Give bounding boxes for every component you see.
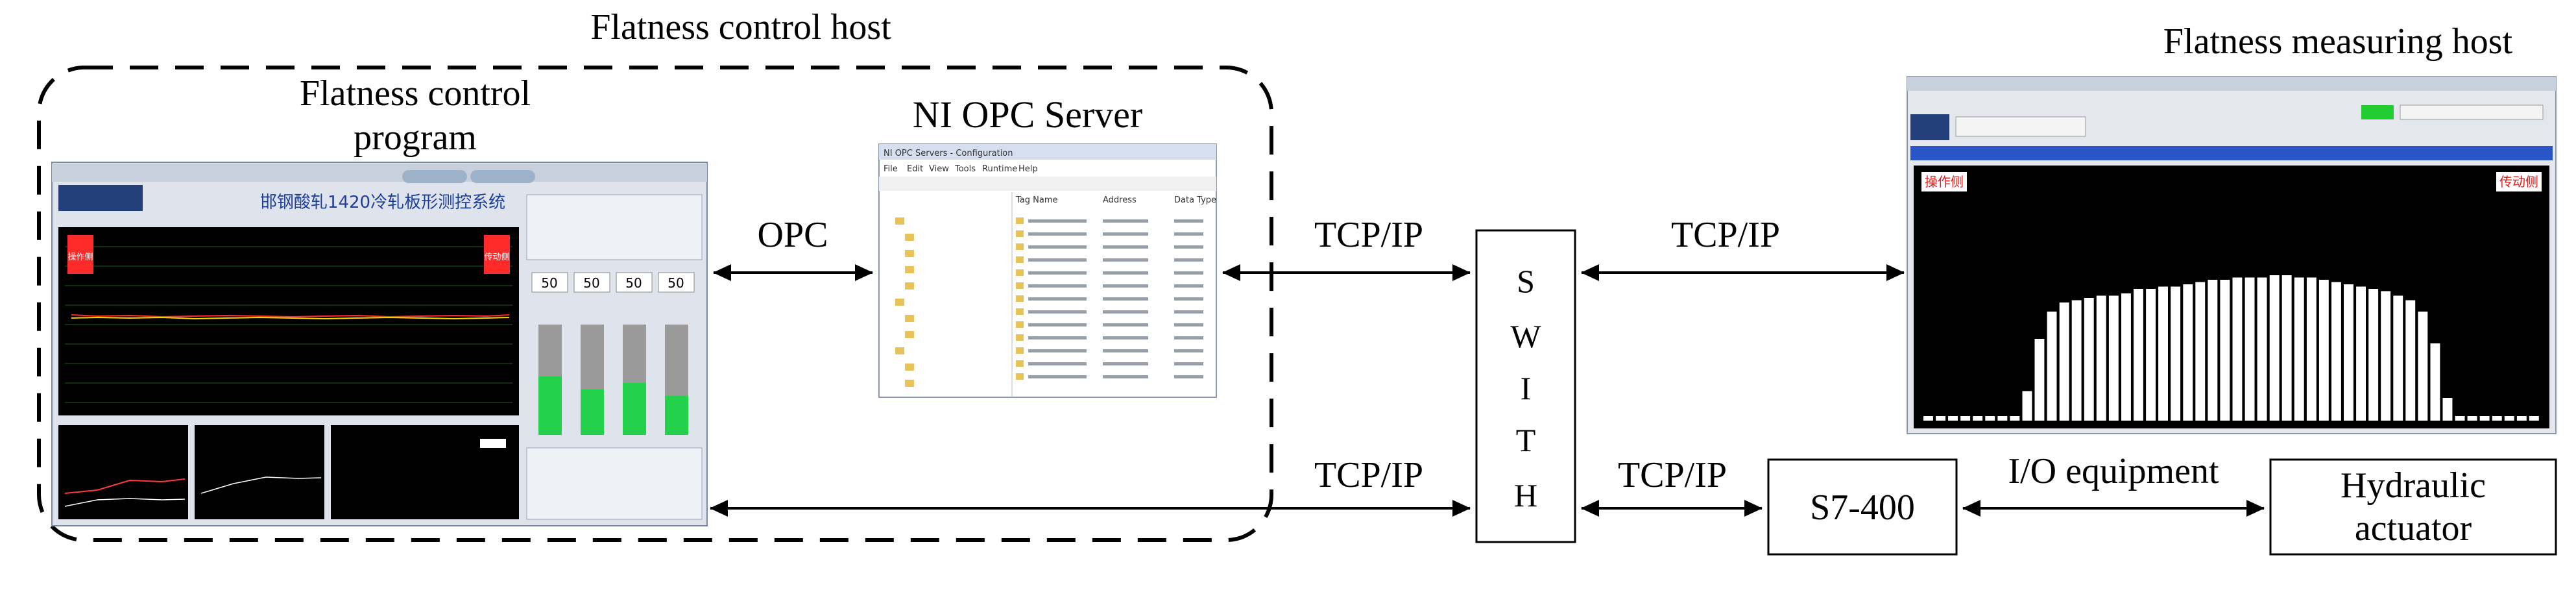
measuring-bar [2381,291,2391,421]
measuring-bar [2134,289,2143,421]
measuring-bar [2504,416,2514,421]
opc-menu-tools: Tools [954,164,976,174]
measuring-right-tag: 传动侧 [2499,174,2538,190]
hydraulic-actuator-box [2269,458,2557,556]
control-right-tag: 传动侧 [484,253,509,262]
switch-letter-t: T [1516,422,1536,458]
control-readout-2: 50 [583,275,599,291]
measuring-bar [1948,416,1958,421]
opc-menu-runtime: Runtime [982,164,1017,174]
measuring-bar [2183,284,2193,421]
measuring-bar [1936,416,1945,421]
measuring-bar [2245,277,2255,421]
measuring-bar [2318,280,2329,421]
opc-menu-edit: Edit [907,164,923,174]
switch-letter-h: H [1514,477,1537,513]
measuring-bar [2368,289,2379,421]
opc-window-title: NI OPC Servers - Configuration [884,149,1013,158]
control-host-label: Flatness control host [590,7,891,47]
measuring-host-label: Flatness measuring host [2163,21,2513,62]
measuring-bar [2529,416,2539,421]
opc-col-tag-name: Tag Name [1015,195,1058,205]
switch-letter-w: W [1510,318,1541,354]
measuring-bar [2479,416,2490,421]
measuring-profile-chart [1914,166,2549,428]
measuring-bar [2467,416,2477,421]
measuring-bar [2405,300,2416,421]
opc-server-label: NI OPC Server [913,93,1142,136]
control-readout-1: 50 [541,275,557,291]
measuring-bar [2010,416,2020,421]
control-screen-title: 邯钢酸轧1420冷轧板形测控系统 [260,193,505,212]
measuring-bar [2220,280,2230,421]
measuring-bar [2492,416,2502,421]
control-program-label-line2: program [354,117,477,158]
measuring-bar [2455,416,2465,421]
measuring-left-tag: 操作侧 [1925,174,1964,190]
control-readout-4: 50 [668,275,684,291]
measuring-bar [1997,416,2008,421]
measuring-bar [1973,416,1983,421]
s7-400-label: S7-400 [1810,487,1915,528]
control-program-label-line1: Flatness control [300,73,531,114]
measuring-bar [2232,277,2243,421]
opc-menu-view: View [929,164,949,174]
measuring-bar [2084,298,2094,421]
measuring-bar [2269,275,2280,421]
measuring-bar [2121,293,2131,421]
measuring-bar [2516,416,2527,421]
measuring-bar [2071,300,2082,421]
measuring-host-screenshot: 操作侧 传动侧 [1907,76,2557,434]
tcpip-bottom-mid-label: TCP/IP [1618,455,1727,495]
switch-letter-i: I [1521,370,1532,406]
opc-menu-help: Help [1018,164,1038,174]
measuring-bars [1923,275,2539,421]
measuring-bar [2442,398,2453,421]
measuring-bar [1960,416,1971,421]
control-profile-chart [58,227,519,415]
measuring-bar [2108,295,2119,421]
opc-label: OPC [758,215,828,255]
measuring-bar [2331,282,2341,421]
control-readout-3: 50 [625,275,642,291]
measuring-bar [2257,277,2267,421]
opc-server-screenshot: NI OPC Servers - Configuration File Edit… [878,143,1217,398]
switch-box [1475,229,1576,543]
switch-letter-s: S [1517,263,1535,299]
measuring-bar [2294,277,2304,421]
measuring-bar [1985,416,1995,421]
hydraulic-label-line2: actuator [2355,508,2472,549]
measuring-bar [2034,339,2045,421]
tcpip-top-left-label: TCP/IP [1314,215,1423,255]
measuring-bar [2171,286,2181,421]
control-left-tag: 操作侧 [67,252,93,262]
measuring-bar [2281,275,2292,421]
control-host-boundary [37,66,1273,542]
control-program-screenshot: 邯钢酸轧1420冷轧板形测控系统 操作侧 传动侧 50 50 50 50 [51,162,708,526]
measuring-bar [2430,343,2440,421]
measuring-bar [2096,295,2106,421]
measuring-bar [2393,295,2403,421]
measuring-bar [2158,286,2168,421]
io-equipment-label: I/O equipment [2008,451,2219,491]
measuring-bar [2059,302,2069,421]
measuring-bar [2047,312,2057,421]
opc-col-data-type: Data Type [1174,195,1216,205]
measuring-bar [2022,391,2032,421]
measuring-bar [2208,280,2218,421]
tcpip-top-right-label: TCP/IP [1671,215,1780,255]
opc-menu-file: File [884,164,898,174]
s7-400-box [1767,458,1958,556]
hydraulic-label-line1: Hydraulic [2341,465,2486,506]
measuring-bar [2146,289,2156,421]
measuring-bar [2306,277,2317,421]
opc-col-address: Address [1103,195,1137,205]
measuring-bar [2356,286,2366,421]
measuring-bar [2195,282,2206,421]
measuring-bar [1923,416,1933,421]
measuring-bar [2418,312,2428,421]
measuring-bar [2344,284,2353,421]
tcpip-bottom-left-label: TCP/IP [1314,455,1423,495]
